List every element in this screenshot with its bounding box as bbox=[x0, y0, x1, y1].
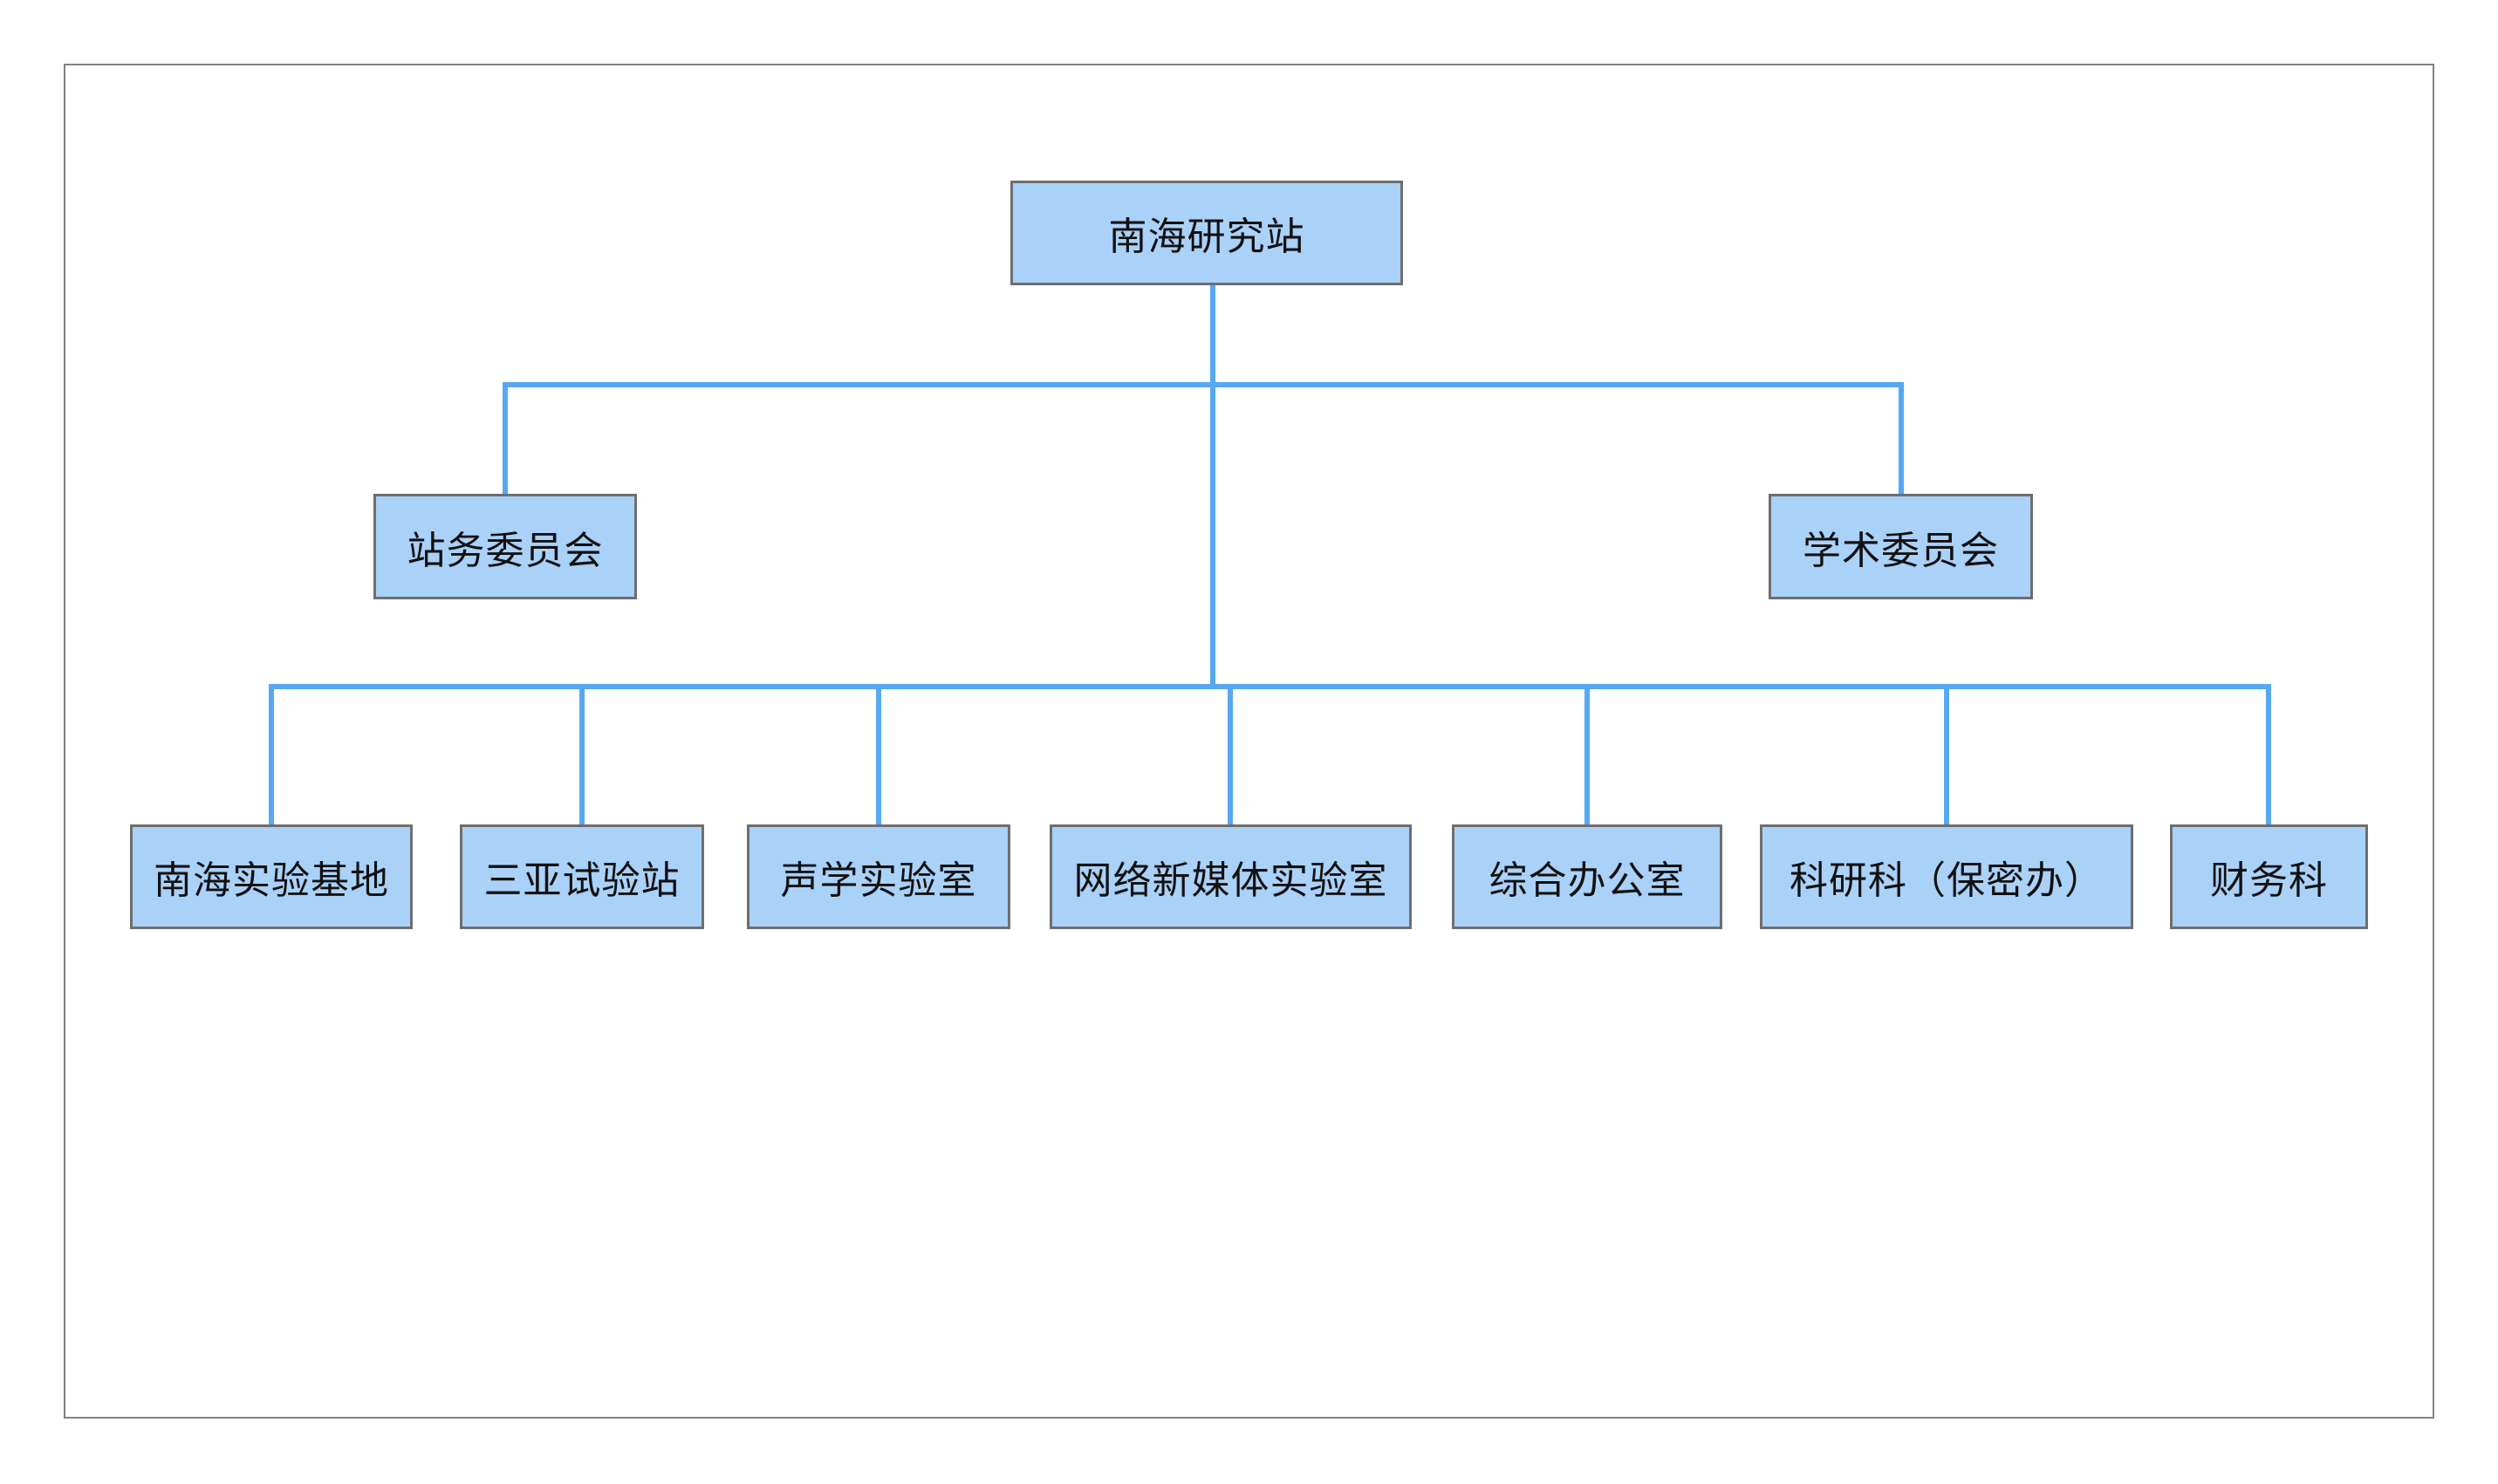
connector-to-finance-section bbox=[2266, 684, 2271, 824]
connector-to-research-section bbox=[1944, 684, 1949, 824]
connector-to-general-office bbox=[1584, 684, 1590, 824]
connector-to-acoustics-lab bbox=[876, 684, 881, 824]
org-node-network-new-media-lab: 网络新媒体实验室 bbox=[1050, 824, 1412, 929]
connector-level2-bus bbox=[503, 382, 1904, 387]
org-node-acoustics-lab: 声学实验室 bbox=[747, 824, 1010, 929]
org-node-sanya-test-station: 三亚试验站 bbox=[460, 824, 704, 929]
connector-level3-bus bbox=[269, 684, 2271, 689]
org-node-nanhai-experimental-base: 南海实验基地 bbox=[130, 824, 413, 929]
connector-to-academic-committee bbox=[1899, 382, 1904, 494]
connector-to-sanya-test-station bbox=[579, 684, 585, 824]
org-node-general-office: 综合办公室 bbox=[1452, 824, 1722, 929]
page-border-frame bbox=[64, 64, 2434, 1419]
org-node-root: 南海研究站 bbox=[1010, 181, 1403, 285]
org-node-academic-committee: 学术委员会 bbox=[1769, 494, 2033, 599]
connector-to-network-new-media-lab bbox=[1228, 684, 1233, 824]
org-node-station-affairs-committee: 站务委员会 bbox=[373, 494, 637, 599]
connector-to-nanhai-experimental-base bbox=[269, 684, 274, 824]
connector-root-spine bbox=[1210, 284, 1215, 689]
org-node-finance-section: 财务科 bbox=[2170, 824, 2368, 929]
org-node-research-section: 科研科（保密办） bbox=[1760, 824, 2133, 929]
connector-to-station-affairs-committee bbox=[503, 382, 508, 494]
